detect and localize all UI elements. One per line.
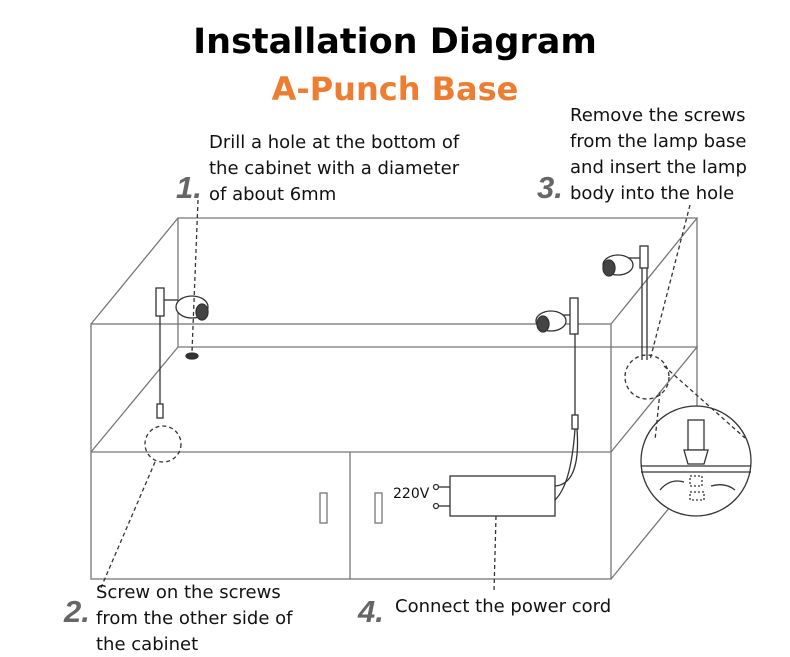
voltage-label: 220V (393, 486, 430, 502)
step-3-number: 3. (537, 170, 563, 205)
page-title: Installation Diagram (193, 22, 597, 62)
step-3-line: Remove the screws (570, 105, 746, 126)
leader-lines (99, 199, 746, 593)
step-1-line: the cabinet with a diameter (209, 158, 460, 179)
power-driver (449, 475, 556, 517)
step-2-text: Screw on the screws from the other side … (96, 580, 293, 657)
step-1-line: Drill a hole at the bottom of (209, 132, 460, 153)
detail-inset (640, 405, 752, 517)
step-3-line: from the lamp base (570, 131, 747, 152)
step-2-line: from the other side of (96, 608, 293, 629)
cabinet (90, 217, 699, 580)
lamp-middle (535, 297, 579, 501)
lamp-right (602, 245, 670, 400)
step-3-line: and insert the lamp (570, 157, 747, 178)
step-4-text: Connect the power cord (395, 596, 612, 617)
page-subtitle: A-Punch Base (271, 70, 519, 108)
step-2-line: the cabinet (96, 634, 199, 655)
step-1-number: 1. (176, 170, 202, 205)
step-1-line: of about 6mm (209, 184, 337, 205)
step-3-text: Remove the screws from the lamp base and… (570, 103, 747, 207)
step-3-line: body into the hole (570, 183, 735, 204)
step-1-text: Drill a hole at the bottom of the cabine… (209, 130, 459, 208)
step-2-line: Screw on the screws (96, 582, 281, 603)
step-2-number: 2. (64, 594, 90, 629)
step-4-number: 4. (358, 594, 384, 629)
lamp-left (144, 287, 209, 463)
drill-hole (185, 352, 199, 360)
